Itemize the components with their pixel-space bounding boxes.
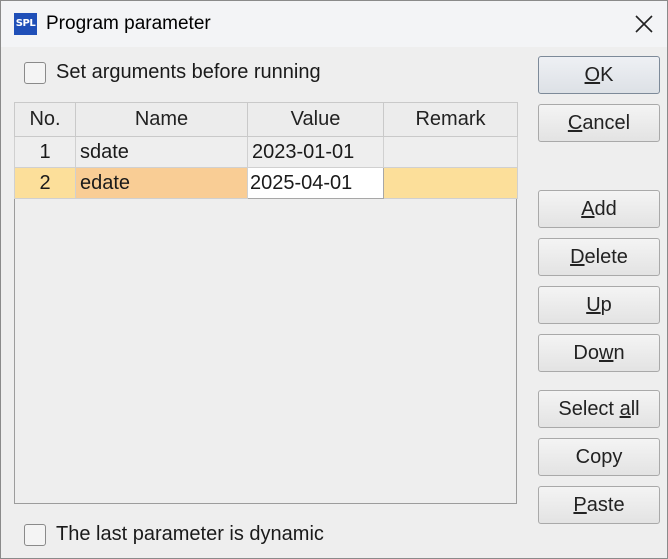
dialog-title: Program parameter (46, 13, 211, 34)
checkbox-box[interactable] (24, 523, 46, 546)
table-row-selected[interactable]: 2 edate 2025-04-01 (14, 167, 518, 199)
ok-button[interactable]: OK (538, 56, 660, 94)
select-all-label-mnemonic: a (619, 398, 631, 420)
down-label-mnemonic: w (599, 342, 614, 364)
set-args-label: Set arguments before running (56, 61, 321, 83)
down-button[interactable]: Down (538, 334, 660, 372)
paste-label-post: aste (586, 494, 625, 516)
table-row[interactable]: 1 sdate 2023-01-01 (14, 136, 518, 168)
cell-remark[interactable] (383, 167, 518, 199)
column-header-no[interactable]: No. (14, 102, 76, 137)
paste-label-mnemonic: P (573, 494, 587, 516)
delete-button[interactable]: Delete (538, 238, 660, 276)
close-button[interactable] (621, 1, 667, 47)
cancel-label-mnemonic: C (567, 112, 583, 134)
cell-name[interactable]: sdate (75, 136, 248, 168)
down-label-post: n (613, 342, 625, 364)
cancel-label-post: ancel (582, 112, 631, 134)
paste-button[interactable]: Paste (538, 486, 660, 524)
dynamic-param-label: The last parameter is dynamic (56, 523, 324, 545)
up-label-mnemonic: U (586, 294, 601, 316)
ok-label-post: K (600, 64, 614, 86)
copy-button[interactable]: Copy (538, 438, 660, 476)
delete-label-mnemonic: D (570, 246, 585, 268)
add-label-post: dd (594, 198, 617, 220)
set-args-checkbox[interactable]: Set arguments before running (24, 61, 321, 84)
cell-name[interactable]: edate (75, 167, 248, 199)
copy-label-pre: Copy (575, 446, 623, 468)
select-all-label-post: ll (630, 398, 640, 420)
column-header-remark[interactable]: Remark (383, 102, 518, 137)
down-label-pre: Do (573, 342, 599, 364)
title-bar: SPL Program parameter (1, 1, 667, 47)
add-label-mnemonic: A (581, 198, 595, 220)
up-button[interactable]: Up (538, 286, 660, 324)
column-header-name[interactable]: Name (75, 102, 248, 137)
ok-label-mnemonic: O (584, 64, 601, 86)
column-header-value[interactable]: Value (247, 102, 384, 137)
select-all-button[interactable]: Select all (538, 390, 660, 428)
parameter-table: No. Name Value Remark 1 sdate 2023-01-01… (14, 102, 518, 504)
checkbox-box[interactable] (24, 61, 46, 84)
cell-remark[interactable] (383, 136, 518, 168)
spl-logo-icon: SPL (14, 13, 37, 35)
delete-label-post: elete (584, 246, 628, 268)
cancel-button[interactable]: Cancel (538, 104, 660, 142)
cell-value-editor[interactable]: 2025-04-01 (247, 167, 384, 199)
dynamic-param-checkbox[interactable]: The last parameter is dynamic (24, 523, 324, 546)
cell-no[interactable]: 2 (14, 167, 76, 199)
close-icon (635, 15, 653, 33)
up-label-post: p (600, 294, 612, 316)
cell-no[interactable]: 1 (14, 136, 76, 168)
cell-value[interactable]: 2023-01-01 (247, 136, 384, 168)
select-all-label-pre: Select (558, 398, 620, 420)
add-button[interactable]: Add (538, 190, 660, 228)
table-header-row: No. Name Value Remark (14, 102, 518, 137)
